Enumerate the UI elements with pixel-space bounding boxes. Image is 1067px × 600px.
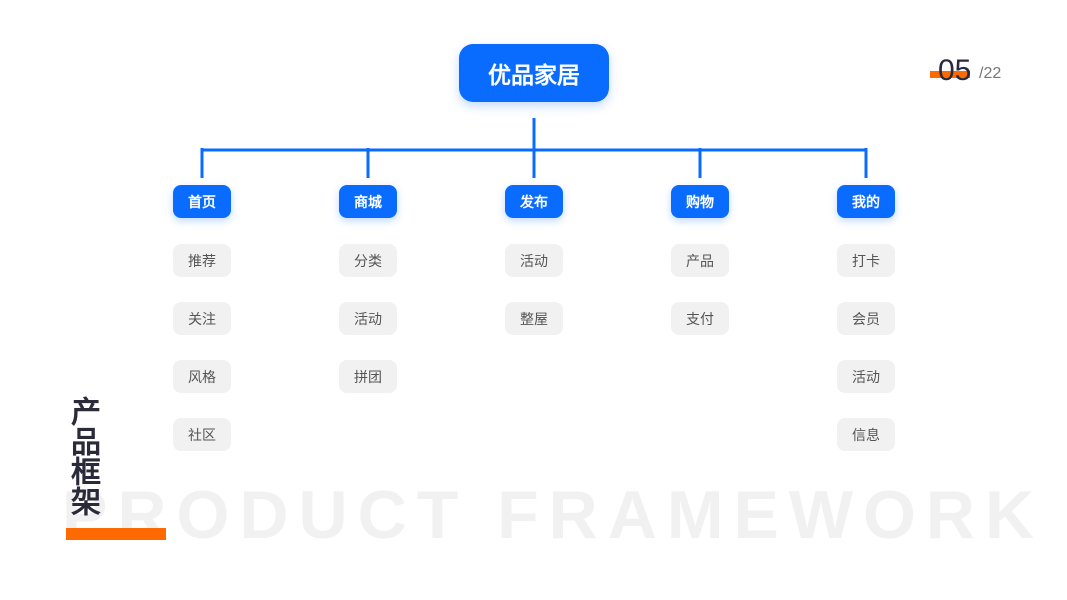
leaf-node[interactable]: 拼团 (339, 360, 397, 393)
leaf-node[interactable]: 活动 (339, 302, 397, 335)
category-node-home[interactable]: 首页 (173, 185, 231, 218)
leaf-node[interactable]: 打卡 (837, 244, 895, 277)
category-node-shopping[interactable]: 购物 (671, 185, 729, 218)
category-node-mine[interactable]: 我的 (837, 185, 895, 218)
page-total-number: /22 (979, 65, 1002, 82)
leaf-node[interactable]: 支付 (671, 302, 729, 335)
leaf-node[interactable]: 关注 (173, 302, 231, 335)
leaf-node[interactable]: 活动 (505, 244, 563, 277)
root-node[interactable]: 优品家居 (459, 44, 609, 102)
leaf-node[interactable]: 分类 (339, 244, 397, 277)
category-node-publish[interactable]: 发布 (505, 185, 563, 218)
page-current-number: 05 (938, 54, 972, 87)
section-title: 产品框架 (65, 396, 100, 516)
category-node-mall[interactable]: 商城 (339, 185, 397, 218)
leaf-node[interactable]: 风格 (173, 360, 231, 393)
side-accent-bar (66, 528, 166, 540)
leaf-node[interactable]: 信息 (837, 418, 895, 451)
page-indicator: 05 /22 (930, 54, 1020, 90)
leaf-node[interactable]: 推荐 (173, 244, 231, 277)
watermark-text: PRODUCT FRAMEWORK (62, 477, 1045, 553)
leaf-node[interactable]: 活动 (837, 360, 895, 393)
leaf-node[interactable]: 会员 (837, 302, 895, 335)
leaf-node[interactable]: 产品 (671, 244, 729, 277)
leaf-node[interactable]: 整屋 (505, 302, 563, 335)
page-accent-bar (930, 71, 970, 78)
leaf-node[interactable]: 社区 (173, 418, 231, 451)
